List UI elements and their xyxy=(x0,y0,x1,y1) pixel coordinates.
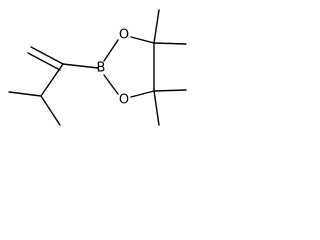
bond-boron-oxygen-bottom xyxy=(103,74,119,95)
double-bond-inner xyxy=(27,52,61,71)
bond-methyl-upper-1 xyxy=(153,9,160,44)
bond-isopropyl-methyl-left xyxy=(8,91,42,97)
bond-methyl-upper-2 xyxy=(153,42,187,45)
chemical-structure: B O O xyxy=(8,9,187,126)
bond-methyl-lower-1 xyxy=(153,89,187,92)
bonds xyxy=(8,9,187,126)
oxygen-top-atom-label: O xyxy=(119,28,129,43)
double-bond-outer xyxy=(30,46,64,65)
bond-oxygen-top-carbon xyxy=(130,36,155,44)
boron-atom-label: B xyxy=(97,61,106,76)
atom-labels: B O O xyxy=(97,28,130,108)
bond-isopropyl-methyl-down xyxy=(40,95,61,126)
bond-vinyl-isopropyl xyxy=(40,63,64,97)
bond-methyl-lower-2 xyxy=(153,90,160,126)
bond-oxygen-bottom-carbon xyxy=(130,90,155,98)
bond-boron-oxygen-top xyxy=(103,39,119,62)
bond-vinyl-boron xyxy=(62,63,99,69)
oxygen-bottom-atom-label: O xyxy=(119,93,129,108)
